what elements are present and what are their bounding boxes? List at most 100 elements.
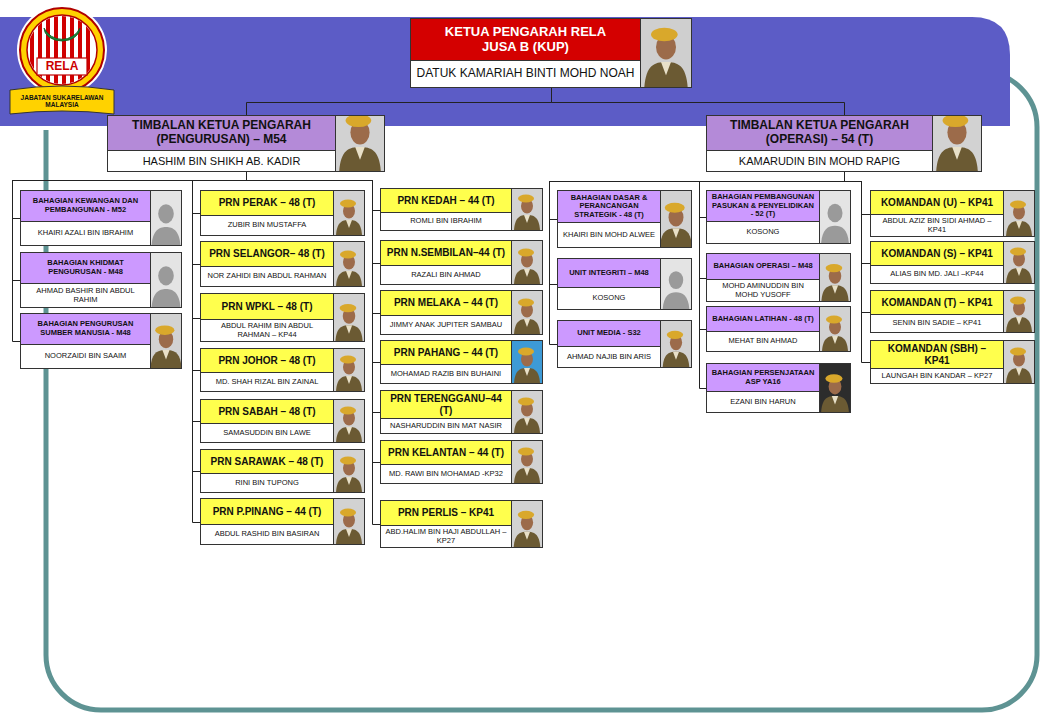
title-band: TIMBALAN KETUA PENGARAH (OPERASI) – 54 (… xyxy=(707,116,933,151)
org-box: PRN MELAKA – 44 (T)JIMMY ANAK JUPITER SA… xyxy=(380,290,543,335)
rela-logo xyxy=(10,5,114,114)
officer-name: NASHARUDDIN BIN MAT NASIR xyxy=(390,422,502,431)
logo-ribbon-text: JABATAN SUKARELAWAN MALAYSIA xyxy=(16,94,108,109)
org-box: TIMBALAN KETUA PENGARAH (OPERASI) – 54 (… xyxy=(706,115,982,172)
officer-name: ALIAS BIN MD. JALI –KP44 xyxy=(890,270,983,279)
officer-name: SAMASUDDIN BIN LAWE xyxy=(223,429,311,438)
title-band: BAHAGIAN PENGURUSAN SUMBER MANUSIA - M48 xyxy=(21,314,151,345)
officer-name: ABDUL RAHIM BIN ABDUL RAHMAN – KP44 xyxy=(204,322,330,339)
portrait-photo xyxy=(820,307,850,351)
name-band: ROMLI BIN IBRAHIM xyxy=(381,213,512,230)
position-title: KOMANDAN (T) – KP41 xyxy=(881,297,992,309)
officer-name: HASHIM BIN SHIKH AB. KADIR xyxy=(143,155,301,168)
portrait-photo xyxy=(334,400,364,442)
officer-name: KOSONG xyxy=(747,228,780,237)
officer-name: ROMLI BIN IBRAHIM xyxy=(410,217,482,226)
title-band: PRN PAHANG – 44 (T) xyxy=(381,341,512,365)
org-box: BAHAGIAN DASAR & PERANCANGAN STRATEGIK -… xyxy=(557,190,692,248)
header-band xyxy=(0,17,1010,126)
title-band: PRN WPKL – 48 (T) xyxy=(201,294,334,320)
officer-name: KOSONG xyxy=(593,294,626,303)
name-band: HASHIM BIN SHIKH AB. KADIR xyxy=(108,151,336,171)
position-title: PRN PERLIS – KP41 xyxy=(398,507,494,519)
position-title: BAHAGIAN KEWANGAN DAN PEMBANGUNAN - M52 xyxy=(24,197,147,214)
portrait-photo xyxy=(512,391,542,433)
position-title: PRN P.PINANG – 44 (T) xyxy=(213,506,322,518)
name-band: ZUBIR BIN MUSTAFFA xyxy=(201,216,334,235)
position-title: BAHAGIAN PENGURUSAN SUMBER MANUSIA - M48 xyxy=(24,320,147,337)
portrait-photo xyxy=(820,254,850,301)
org-box: PRN PAHANG – 44 (T) MOHAMAD RAZIB BIN BUH… xyxy=(380,340,543,384)
officer-name: DATUK KAMARIAH BINTI MOHD NOAH xyxy=(417,67,635,81)
position-title: BAHAGIAN KHIDMAT PENGURUSAN - M48 xyxy=(24,259,147,276)
name-band: ABDUL RAHIM BIN ABDUL RAHMAN – KP44 xyxy=(201,320,334,341)
officer-name: MEHAT BIN AHMAD xyxy=(729,337,798,346)
frame-outline xyxy=(46,72,1037,710)
portrait-photo xyxy=(334,191,364,235)
org-box: PRN JOHOR – 48 (T)MD. SHAH RIZAL BIN ZAI… xyxy=(200,348,365,392)
name-band: KAMARUDIN BIN MOHD RAPIG xyxy=(707,151,933,171)
position-title: PRN PERAK – 48 (T) xyxy=(219,197,316,209)
name-band: MOHAMAD RAZIB BIN BUHAINI xyxy=(381,365,512,383)
org-box: PRN N.SEMBILAN–44 (T)RAZALI BIN AHMAD xyxy=(380,240,543,285)
position-title: BAHAGIAN OPERASI – M48 xyxy=(713,262,812,271)
title-band: UNIT INTEGRITI – M48 xyxy=(558,259,661,288)
officer-name: MOHAMAD RAZIB BIN BUHAINI xyxy=(391,370,501,379)
officer-name: KHAIRI BIN MOHD ALWEE xyxy=(563,231,655,240)
portrait-photo xyxy=(512,189,542,230)
title-band: TIMBALAN KETUA PENGARAH (PENGURUSAN) – M… xyxy=(108,116,336,151)
name-band: EZANI BIN HARUN xyxy=(707,392,820,412)
org-box: KOMANDAN (S) – KP41ALIAS BIN MD. JALI –K… xyxy=(870,241,1035,284)
title-band: PRN SARAWAK – 48 (T) xyxy=(201,450,334,474)
name-band: ALIAS BIN MD. JALI –KP44 xyxy=(871,266,1004,283)
officer-name: MD. SHAH RIZAL BIN ZAINAL xyxy=(216,378,319,387)
officer-name: ABD.HALIM BIN HAJI ABDULLAH –KP27 xyxy=(384,528,508,545)
title-band: PRN KELANTAN – 44 (T) xyxy=(381,441,512,465)
position-title: KETUA PENGARAH RELA JUSA B (KUP) xyxy=(439,25,612,55)
logo-wordmark: RELA xyxy=(37,60,87,74)
portrait-photo xyxy=(151,191,181,245)
portrait-photo xyxy=(151,314,181,368)
title-band: PRN P.PINANG – 44 (T) xyxy=(201,499,334,525)
officer-name: KAMARUDIN BIN MOHD RAPIG xyxy=(739,155,900,168)
officer-name: AHMAD NAJIB BIN ARIS xyxy=(567,353,651,362)
portrait-photo xyxy=(512,441,542,483)
portrait-photo xyxy=(336,116,384,171)
portrait-photo xyxy=(661,191,691,247)
title-band: BAHAGIAN LATIHAN - 48 (T) xyxy=(707,307,820,332)
portrait-photo xyxy=(1004,242,1034,283)
org-box: KOMANDAN (U) – KP41ABDUL AZIZ BIN SIDI A… xyxy=(870,190,1035,237)
org-box: PRN KEDAH – 44 (T)ROMLI BIN IBRAHIM xyxy=(380,188,543,231)
position-title: PRN TERENGGANU–44 (T) xyxy=(384,393,508,416)
name-band: NASHARUDDIN BIN MAT NASIR xyxy=(381,419,512,433)
title-band: BAHAGIAN PEMBANGUNAN PASUKAN & PENYELIDI… xyxy=(707,191,820,222)
org-box: BAHAGIAN KEWANGAN DAN PEMBANGUNAN - M52K… xyxy=(20,190,182,246)
org-box: KETUA PENGARAH RELA JUSA B (KUP) DATUK KA… xyxy=(410,18,692,88)
portrait-photo xyxy=(661,321,691,367)
title-band: BAHAGIAN OPERASI – M48 xyxy=(707,254,820,280)
title-band: KETUA PENGARAH RELA JUSA B (KUP) xyxy=(411,19,641,61)
org-box: TIMBALAN KETUA PENGARAH (PENGURUSAN) – M… xyxy=(107,115,385,172)
name-band: MD. SHAH RIZAL BIN ZAINAL xyxy=(201,373,334,391)
position-title: BAHAGIAN PEMBANGUNAN PASUKAN & PENYELIDI… xyxy=(710,193,816,219)
name-band: RINI BIN TUPONG xyxy=(201,474,334,492)
title-band: PRN PERLIS – KP41 xyxy=(381,501,512,526)
title-band: KOMANDAN (SBH) – KP41 xyxy=(871,341,1004,369)
title-band: BAHAGIAN DASAR & PERANCANGAN STRATEGIK -… xyxy=(558,191,661,223)
name-band: RAZALI BIN AHMAD xyxy=(381,266,512,284)
position-title: PRN KELANTAN – 44 (T) xyxy=(388,447,504,459)
position-title: UNIT MEDIA - S32 xyxy=(577,329,640,338)
title-band: UNIT MEDIA - S32 xyxy=(558,321,661,347)
org-box: PRN TERENGGANU–44 (T) NASHARUDDIN BIN MAT… xyxy=(380,390,543,434)
title-band: PRN TERENGGANU–44 (T) xyxy=(381,391,512,419)
position-title: PRN PAHANG – 44 (T) xyxy=(394,347,498,359)
title-band: PRN PERAK – 48 (T) xyxy=(201,191,334,216)
connector xyxy=(247,88,552,115)
org-box: PRN PERAK – 48 (T) ZUBIR BIN MUSTAFFA xyxy=(200,190,365,236)
org-box: BAHAGIAN LATIHAN - 48 (T) MEHAT BIN AHMAD xyxy=(706,306,851,352)
org-box: UNIT MEDIA - S32AHMAD NAJIB BIN ARIS xyxy=(557,320,692,368)
portrait-photo xyxy=(512,291,542,334)
name-band: ABD.HALIM BIN HAJI ABDULLAH –KP27 xyxy=(381,526,512,547)
officer-name: KHAIRI AZALI BIN IBRAHIM xyxy=(38,229,133,238)
name-band: MD. RAWI BIN MOHAMAD -KP32 xyxy=(381,465,512,483)
